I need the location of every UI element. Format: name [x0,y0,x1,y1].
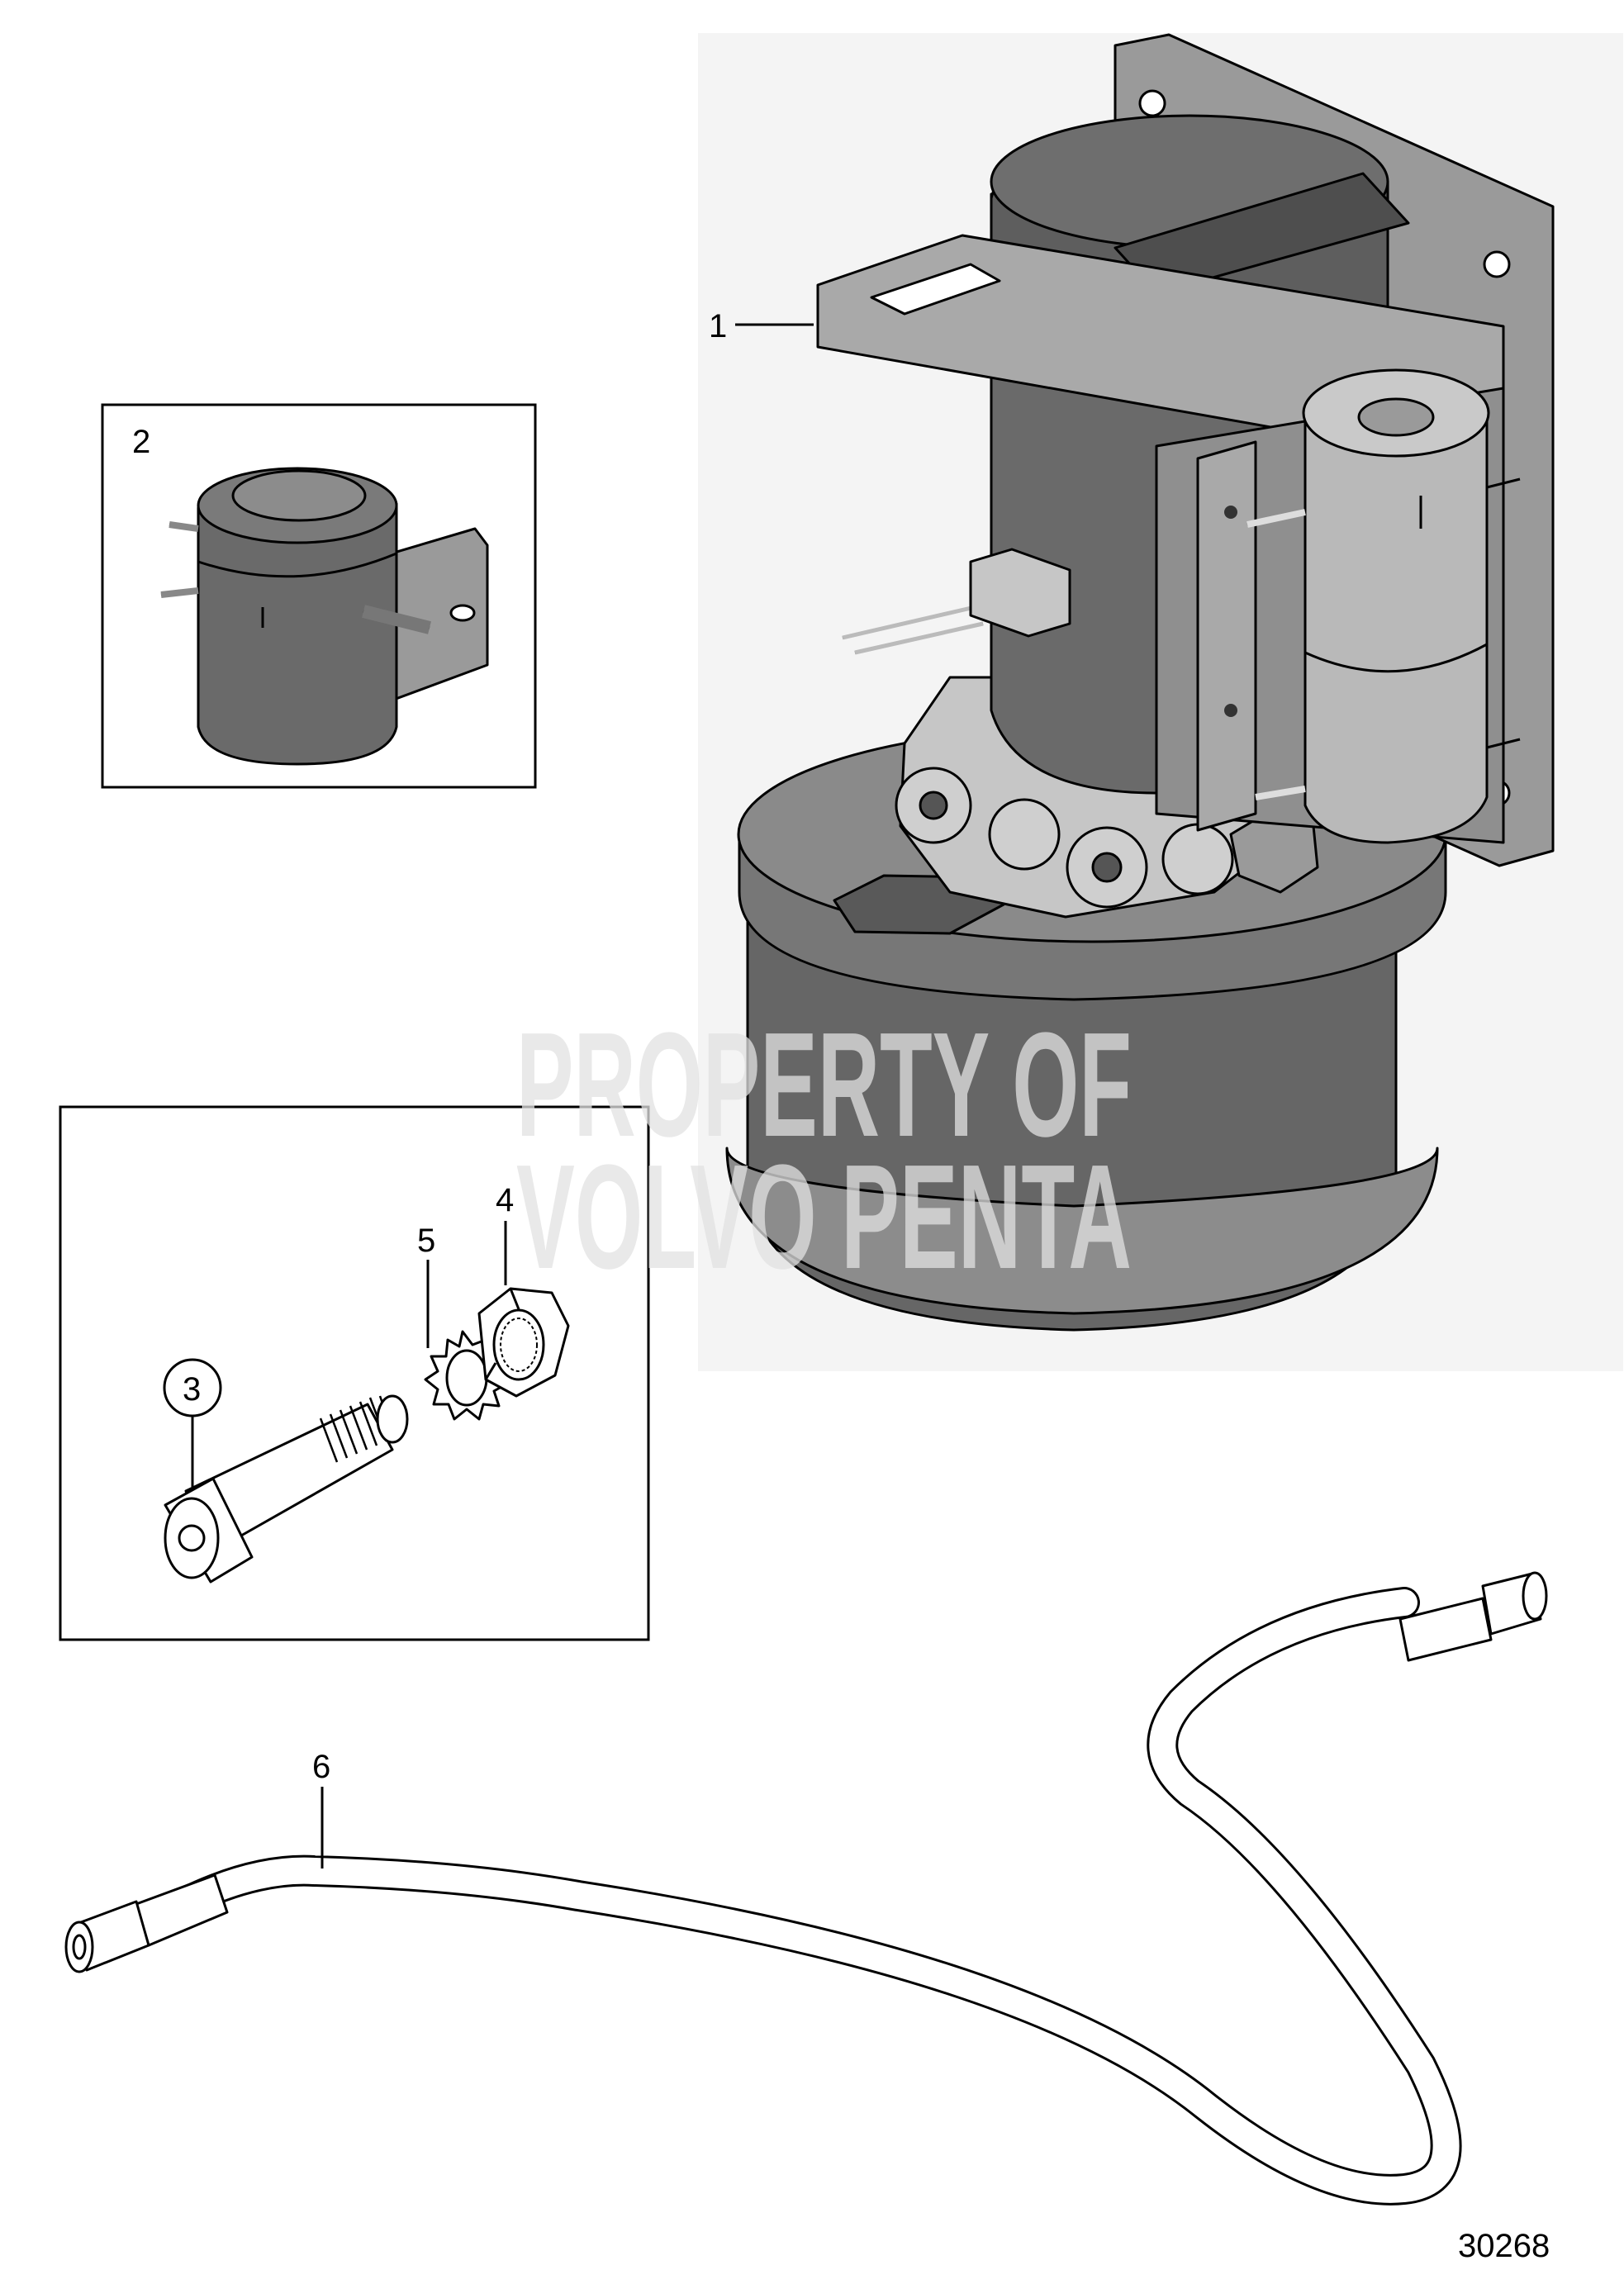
watermark: PROPERTY OF VOLVO PENTA [516,1002,1132,1300]
figure-number: 30268 [1458,2228,1550,2264]
pump-assembly-part-1 [725,33,1555,1332]
motor-cable [842,548,1071,655]
rivet [1224,704,1237,717]
detail-box-part-2 [101,403,537,789]
hex-nut-part-4 [477,1287,570,1398]
watermark-line-2: VOLVO PENTA [516,1134,1132,1300]
callout-6: 6 [312,1749,330,1785]
mounting-hole [1138,89,1166,117]
screw-part-3 [164,1394,409,1584]
callout-1: 1 [709,308,727,344]
callout-2: 2 [132,424,150,460]
callout-5: 5 [417,1223,435,1259]
solenoid-part-2 [160,467,489,766]
reservoir-rim-bottom [725,1147,1439,1315]
mounting-hole [1483,250,1511,278]
callout-4: 4 [496,1182,514,1218]
callout-3: 3 [183,1371,201,1408]
detail-box-parts-3-5 [59,1105,650,1641]
hose-fitting-right-end [1522,1571,1548,1621]
watermark-line-1: PROPERTY OF [516,1002,1132,1168]
rivet [1224,506,1237,519]
hose-body-fill [131,1589,1460,2203]
hose-body-outline [129,1587,1462,2206]
solenoid-on-assembly [1246,368,1521,844]
hose-part-6 [64,1571,1548,2206]
hose-fitting-right-ferrule [1398,1597,1493,1662]
hose-fitting-left-ferrule [135,1873,229,1947]
